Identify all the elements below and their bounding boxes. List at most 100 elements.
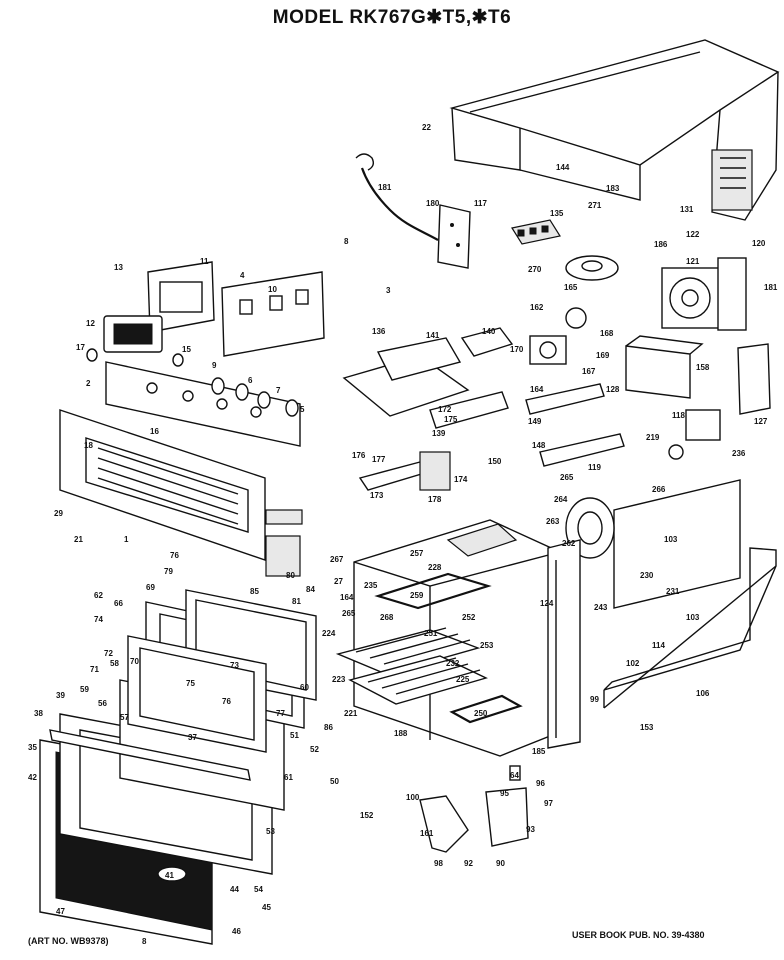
label-106: 106 [696, 689, 710, 698]
label-164b: 164 [340, 593, 354, 602]
panel-trim-vent [59, 409, 303, 577]
switch-assembly [685, 409, 721, 441]
label-150: 150 [488, 457, 502, 466]
label-47: 47 [56, 907, 65, 916]
label-57: 57 [120, 713, 129, 722]
duct-box [625, 345, 691, 399]
label-56: 56 [98, 699, 107, 708]
label-185: 185 [532, 747, 546, 756]
label-59: 59 [80, 685, 89, 694]
label-58: 58 [110, 659, 119, 668]
bake-element [449, 694, 523, 724]
label-175: 175 [444, 415, 458, 424]
label-13: 13 [114, 263, 123, 272]
wire-harness [360, 167, 439, 241]
label-21: 21 [74, 535, 83, 544]
clock-timer [103, 315, 163, 353]
label-135: 135 [550, 209, 564, 218]
label-224: 224 [322, 629, 336, 638]
label-139: 139 [432, 429, 446, 438]
label-84: 84 [306, 585, 315, 594]
label-231: 231 [666, 587, 680, 596]
label-54: 54 [254, 885, 263, 894]
label-271: 271 [588, 201, 602, 210]
label-152: 152 [360, 811, 374, 820]
label-37: 37 [188, 733, 197, 742]
label-29: 29 [54, 509, 63, 518]
blower-motor [661, 257, 747, 331]
label-44: 44 [230, 885, 239, 894]
label-265b: 265 [342, 609, 356, 618]
door-lock-mechanism [358, 451, 451, 491]
label-8b: 8 [142, 937, 147, 946]
label-251: 251 [424, 629, 438, 638]
label-99: 99 [590, 695, 599, 704]
label-4: 4 [240, 271, 245, 280]
label-253: 253 [480, 641, 494, 650]
art-number: (ART NO. WB9378) [28, 936, 109, 946]
outer-cabinet-back [603, 479, 777, 709]
label-176: 176 [352, 451, 366, 460]
label-140: 140 [482, 327, 496, 336]
label-158: 158 [696, 363, 710, 372]
side-bracket [737, 343, 771, 415]
label-95: 95 [500, 789, 509, 798]
label-86: 86 [324, 723, 333, 732]
label-128: 128 [606, 385, 620, 394]
label-223: 223 [332, 675, 346, 684]
label-85: 85 [250, 587, 259, 596]
label-267: 267 [330, 555, 344, 564]
label-236: 236 [732, 449, 746, 458]
user-book-publication: USER BOOK PUB. NO. 39-4380 [572, 930, 705, 940]
label-268: 268 [380, 613, 394, 622]
label-15: 15 [182, 345, 191, 354]
label-167: 167 [582, 367, 596, 376]
label-114: 114 [652, 641, 665, 650]
label-12: 12 [86, 319, 95, 328]
label-127: 127 [754, 417, 768, 426]
label-181: 181 [378, 183, 392, 192]
label-180: 180 [426, 199, 440, 208]
label-186: 186 [654, 240, 668, 249]
label-74: 74 [94, 615, 103, 624]
label-102: 102 [626, 659, 640, 668]
label-188: 188 [394, 729, 408, 738]
lock-motor [529, 307, 587, 365]
label-136: 136 [372, 327, 386, 336]
label-69: 69 [146, 583, 155, 592]
control-panel-front [105, 361, 301, 447]
label-230: 230 [640, 571, 654, 580]
hinge-arm [419, 795, 469, 853]
label-148: 148 [532, 441, 546, 450]
top-cover [449, 39, 780, 221]
label-144: 144 [556, 163, 570, 172]
label-81: 81 [292, 597, 301, 606]
label-92: 92 [464, 859, 473, 868]
label-270: 270 [528, 265, 542, 274]
label-77: 77 [276, 709, 285, 718]
light-bezel [565, 255, 619, 281]
label-2: 2 [86, 379, 91, 388]
label-80: 80 [286, 571, 295, 580]
label-73: 73 [230, 661, 239, 670]
label-178: 178 [428, 495, 442, 504]
circuit-board [437, 204, 471, 269]
label-174: 174 [454, 475, 468, 484]
relay-block [511, 219, 561, 245]
label-264: 264 [554, 495, 568, 504]
label-41: 41 [165, 871, 174, 880]
label-64: 64 [510, 771, 519, 780]
label-235: 235 [364, 581, 378, 590]
label-120: 120 [752, 239, 766, 248]
control-knobs [86, 348, 299, 417]
label-172: 172 [438, 405, 452, 414]
label-5: 5 [300, 405, 305, 414]
label-10: 10 [268, 285, 277, 294]
label-17: 17 [76, 343, 85, 352]
control-bracket [221, 271, 325, 357]
oven-racks [335, 627, 488, 705]
label-39: 39 [56, 691, 65, 700]
label-42: 42 [28, 773, 37, 782]
label-257: 257 [410, 549, 424, 558]
label-97: 97 [544, 799, 553, 808]
